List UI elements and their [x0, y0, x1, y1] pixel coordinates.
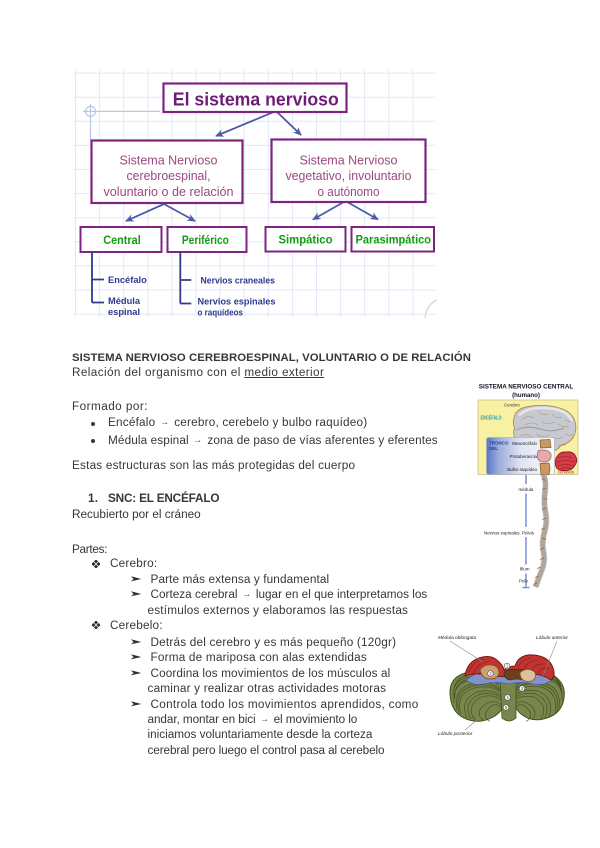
svg-text:Mesencéfalo: Mesencéfalo [512, 441, 537, 446]
svg-text:Lóbulo anterior: Lóbulo anterior [536, 635, 568, 641]
svg-text:Médula: Médula [108, 296, 141, 306]
svg-text:Médula oblongata: Médula oblongata [438, 635, 476, 641]
svg-text:Pelv.: Pelv. [519, 579, 529, 584]
svg-text:filum: filum [520, 567, 530, 572]
svg-text:Sistema Nervioso: Sistema Nervioso [120, 154, 218, 168]
svg-text:o autónomo: o autónomo [318, 185, 380, 199]
svg-text:Nervios craneales: Nervios craneales [201, 275, 276, 285]
svg-text:Periférico: Periférico [182, 233, 229, 247]
svg-text:cerebelo: cerebelo [558, 470, 575, 475]
svg-text:o raquídeos: o raquídeos [198, 308, 244, 318]
svg-text:SISTEMA NERVIOSO CENTRAL: SISTEMA NERVIOSO CENTRAL [479, 384, 574, 391]
svg-text:Bulbo raquídeo: Bulbo raquídeo [507, 467, 537, 472]
svg-text:Sistema Nervioso: Sistema Nervioso [300, 154, 398, 168]
svg-text:TRONCO: TRONCO [489, 441, 509, 446]
svg-text:Parasimpático: Parasimpático [356, 233, 432, 247]
svg-text:Nervios espinales. Pelvis: Nervios espinales. Pelvis [484, 531, 535, 536]
svg-text:2: 2 [489, 671, 492, 676]
svg-text:Cerebro: Cerebro [504, 403, 520, 408]
svg-text:DEL: DEL [489, 446, 498, 451]
svg-text:Lóbulo posterior: Lóbulo posterior [438, 731, 473, 737]
svg-text:ENCÉFALO: ENCÉFALO [481, 414, 502, 422]
svg-text:Central: Central [103, 233, 141, 247]
svg-text:El sistema nervioso: El sistema nervioso [173, 90, 339, 110]
svg-text:4: 4 [506, 695, 509, 700]
svg-text:médula: médula [519, 487, 534, 492]
svg-text:(humano): (humano) [512, 392, 540, 399]
svg-text:espinal: espinal [108, 307, 140, 317]
svg-text:3: 3 [521, 686, 524, 691]
svg-text:voluntario o de relación: voluntario o de relación [104, 185, 234, 199]
svg-text:1: 1 [506, 664, 509, 669]
svg-text:vegetativo, involuntario: vegetativo, involuntario [286, 169, 412, 183]
svg-text:5: 5 [505, 705, 508, 710]
svg-text:Simpático: Simpático [279, 233, 333, 247]
svg-text:Nervios espinales: Nervios espinales [198, 296, 276, 306]
svg-text:Protuberancia: Protuberancia [510, 454, 538, 459]
svg-text:cerebroespinal,: cerebroespinal, [127, 169, 211, 183]
svg-text:Encéfalo: Encéfalo [108, 275, 147, 285]
